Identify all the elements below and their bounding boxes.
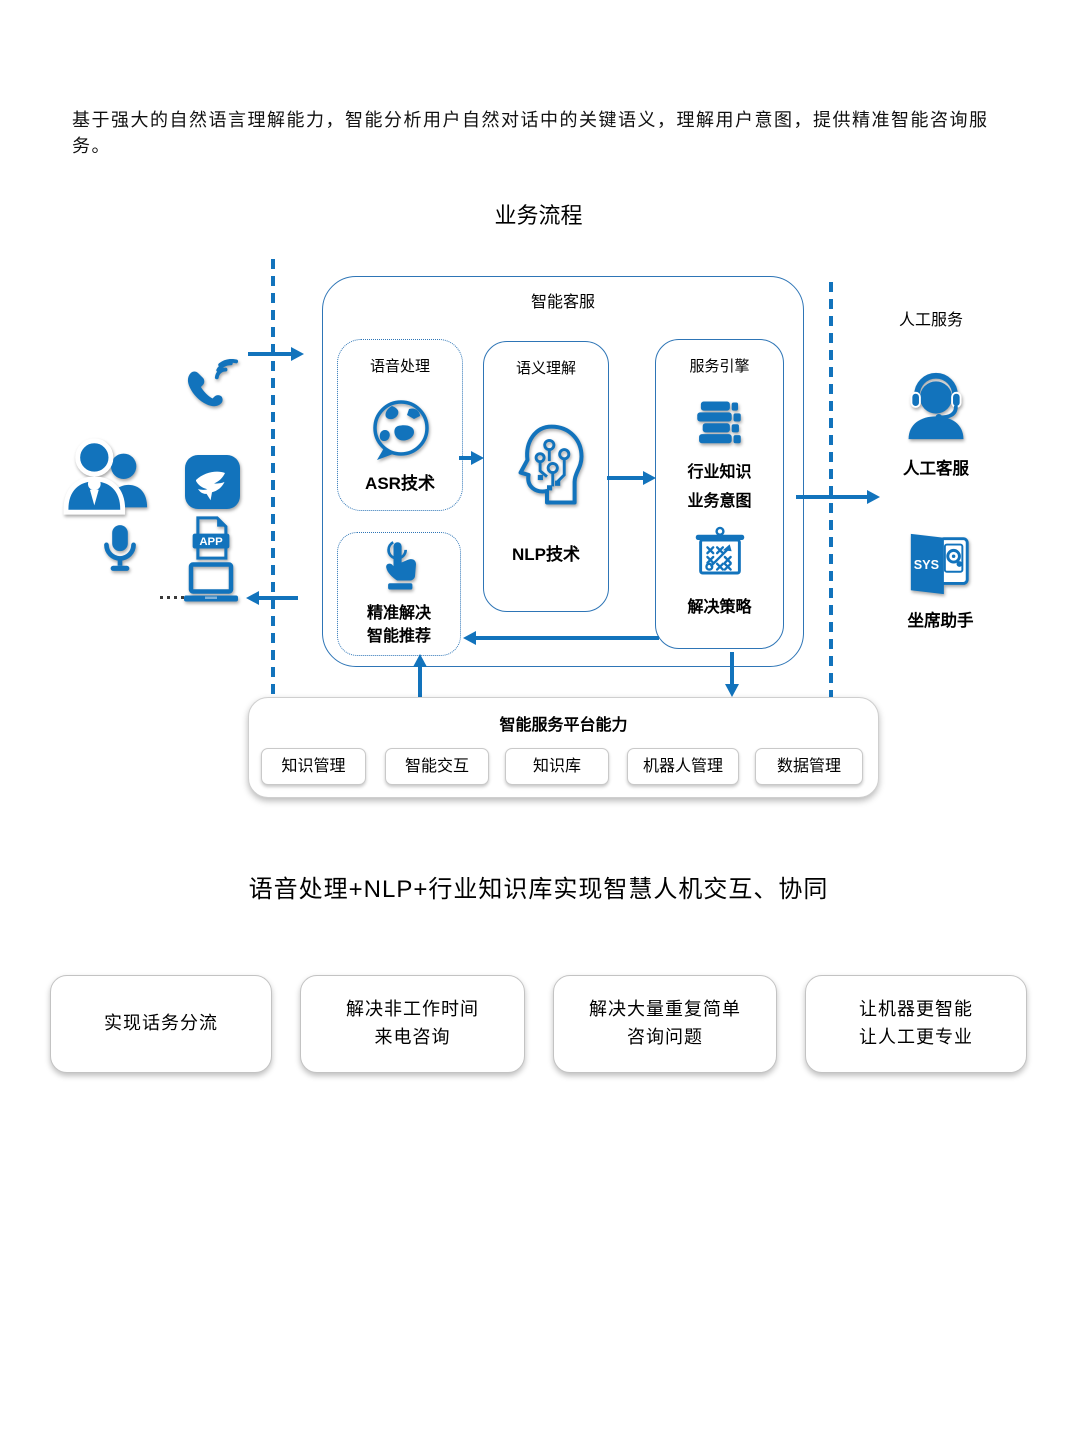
- precise-line2: 智能推荐: [366, 628, 431, 645]
- benefit-card-2: 解决非工作时间 来电咨询: [300, 975, 525, 1073]
- arrow-asr-to-nlp-line: [459, 456, 472, 460]
- left-dashed-line: [271, 259, 275, 697]
- section-subtitle: 语音处理+NLP+行业知识库实现智慧人机交互、协同: [248, 876, 829, 903]
- arrow-inbound-head: [291, 347, 304, 361]
- platform-box: 智能服务平台能力 知识管理 智能交互 知识库 机器人管理 数据管理: [248, 697, 879, 798]
- intro-text: 基于强大的自然语言理解能力，智能分析用户自然对话中的关键语义，理解用户意图，提供…: [72, 110, 989, 156]
- nlp-tech-label: NLP技术: [512, 545, 580, 564]
- platform-chip-knowledge-base: 知识库: [505, 748, 609, 785]
- platform-chip-smart-interaction: 智能交互: [385, 748, 489, 785]
- semantic-understanding-title: 语义理解: [515, 360, 576, 377]
- arrow-outbound-line: [259, 596, 298, 600]
- flow-title: 业务流程: [494, 203, 583, 228]
- precise-line1: 精准解决: [366, 605, 431, 622]
- headset-agent-icon: [903, 371, 969, 441]
- engine-item1-line1: 行业知识: [687, 464, 752, 481]
- globe-speech-icon: [367, 397, 435, 465]
- touch-select-icon: [371, 537, 425, 597]
- arrow-to-agent-line: [796, 495, 868, 499]
- benefit-card-4: 让机器更智能 让人工更专业: [805, 975, 1027, 1073]
- benefit-4-line1: 让机器更智能: [859, 999, 973, 1020]
- manual-service-label: 人工服务: [898, 312, 963, 329]
- arrow-platform-up-head: [413, 654, 427, 667]
- benefit-1-line1: 实现话务分流: [104, 1013, 218, 1034]
- arrow-engine-to-precise-line: [476, 636, 659, 640]
- arrow-inbound-line: [248, 352, 292, 356]
- phone-icon: [185, 359, 239, 413]
- engine-item2-label: 解决策略: [687, 599, 752, 616]
- benefit-card-3: 解决大量重复简单 咨询问题: [553, 975, 777, 1073]
- right-dashed-line: [829, 282, 833, 697]
- sys-assistant-icon: SYS: [905, 531, 975, 597]
- platform-chip-robot-management: 机器人管理: [627, 748, 739, 785]
- benefit-2-line2: 来电咨询: [374, 1027, 451, 1047]
- benefit-3-line1: 解决大量重复简单: [589, 999, 741, 1020]
- voice-processing-title: 语音处理: [369, 358, 430, 375]
- sys-icon-text: SYS: [914, 558, 939, 572]
- platform-chip-data-management: 数据管理: [755, 748, 863, 785]
- platform-chip-knowledge-management: 知识管理: [261, 748, 366, 785]
- arrow-asr-to-nlp-head: [471, 451, 484, 465]
- agent-label: 人工客服: [903, 460, 969, 478]
- arrow-engine-down-head: [725, 684, 739, 697]
- ai-head-icon: [503, 422, 591, 514]
- engine-item1-line2: 业务意图: [687, 493, 752, 510]
- smart-service-label: 智能客服: [530, 294, 595, 311]
- customer-users-icon: [60, 435, 156, 521]
- app-icon-text: APP: [199, 536, 223, 548]
- service-engine-title: 服务引擎: [689, 358, 750, 375]
- asr-tech-label: ASR技术: [365, 474, 435, 493]
- platform-title: 智能服务平台能力: [499, 717, 628, 734]
- strategy-board-icon: [689, 526, 751, 588]
- knowledge-books-icon: [690, 398, 748, 454]
- arrow-engine-to-precise-head: [463, 631, 476, 645]
- arrow-outbound-head: [246, 591, 259, 605]
- laptop-icon: [183, 562, 239, 603]
- microphone-icon: [99, 523, 141, 573]
- dotted-connector: [160, 596, 186, 599]
- benefit-4-line2: 让人工更专业: [859, 1027, 973, 1047]
- benefit-card-1: 实现话务分流: [50, 975, 272, 1073]
- smart-service-box: [322, 276, 804, 667]
- service-engine-box: 服务引擎 行业知识 业务意图: [655, 339, 784, 649]
- arrow-to-agent-head: [867, 490, 880, 504]
- voice-processing-box: 语音处理 ASR技术: [337, 339, 463, 511]
- benefit-3-line2: 咨询问题: [627, 1027, 703, 1047]
- semantic-understanding-box: 语义理解 N: [483, 341, 609, 612]
- assistant-label: 坐席助手: [907, 612, 974, 630]
- app-file-icon: APP: [190, 515, 232, 561]
- arrow-platform-up-line: [418, 666, 422, 698]
- arrow-engine-down-line: [730, 652, 734, 685]
- arrow-nlp-to-engine-head: [643, 471, 656, 485]
- arrow-nlp-to-engine-line: [607, 476, 644, 480]
- benefit-2-line1: 解决非工作时间: [346, 999, 479, 1020]
- dingtalk-app-icon: [184, 454, 241, 510]
- precise-solution-box: 精准解决 智能推荐: [337, 532, 461, 656]
